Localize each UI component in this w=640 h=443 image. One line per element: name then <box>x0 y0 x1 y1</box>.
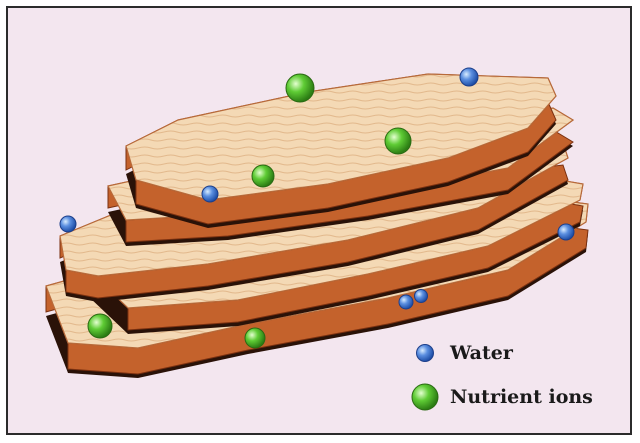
water-molecule-icon <box>202 186 218 202</box>
water-molecule-icon <box>460 68 478 86</box>
nutrient-ion-icon <box>252 165 274 187</box>
legend-label-water: Water <box>450 342 513 364</box>
water-molecule-icon <box>60 216 76 232</box>
nutrient-ion-icon <box>286 74 314 102</box>
diagram-frame: Water Nutrient ions <box>6 6 632 435</box>
nutrient-ion-icon <box>88 314 112 338</box>
legend-item-nutrient: Nutrient ions <box>408 375 593 419</box>
legend-label-nutrient: Nutrient ions <box>450 386 593 408</box>
legend: Water Nutrient ions <box>408 331 593 419</box>
water-molecule-icon <box>558 224 574 240</box>
water-molecule-icon <box>415 290 428 303</box>
nutrient-ion-icon <box>245 328 265 348</box>
nutrient-icon <box>408 382 442 412</box>
legend-item-water: Water <box>408 331 593 375</box>
water-molecule-icon <box>399 295 413 309</box>
water-icon <box>408 343 442 363</box>
nutrient-ion-icon <box>385 128 411 154</box>
